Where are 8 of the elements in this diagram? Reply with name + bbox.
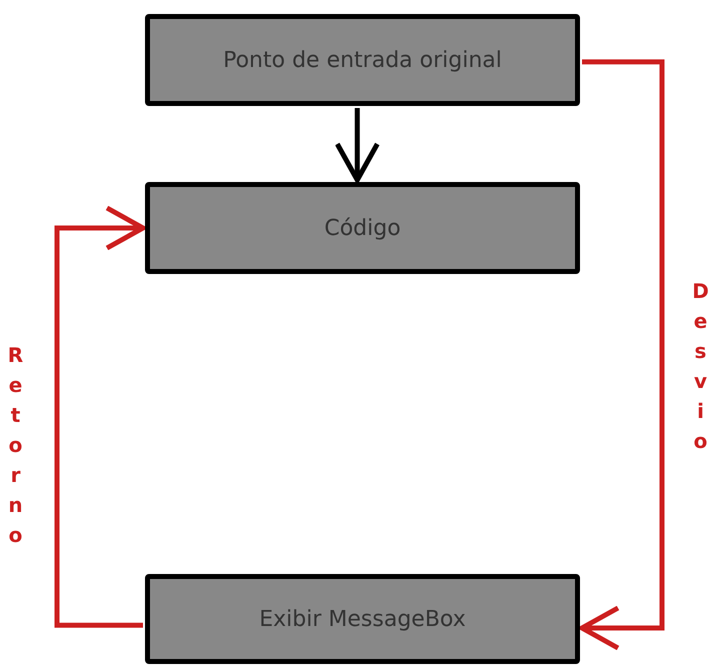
- edge-label: Retorno: [7, 342, 24, 549]
- edge-label: Desvio: [692, 278, 709, 455]
- arrow: [334, 108, 380, 182]
- arrow: [580, 59, 664, 650]
- process-box: Exibir MessageBox: [145, 574, 580, 664]
- process-box: Ponto de entrada original: [145, 14, 580, 106]
- arrow: [54, 206, 146, 628]
- process-box: Código: [145, 182, 580, 274]
